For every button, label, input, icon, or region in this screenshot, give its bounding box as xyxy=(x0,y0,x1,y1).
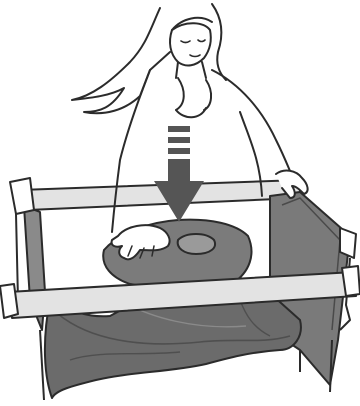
woman-face xyxy=(170,18,212,78)
down-arrow-icon xyxy=(154,126,204,222)
